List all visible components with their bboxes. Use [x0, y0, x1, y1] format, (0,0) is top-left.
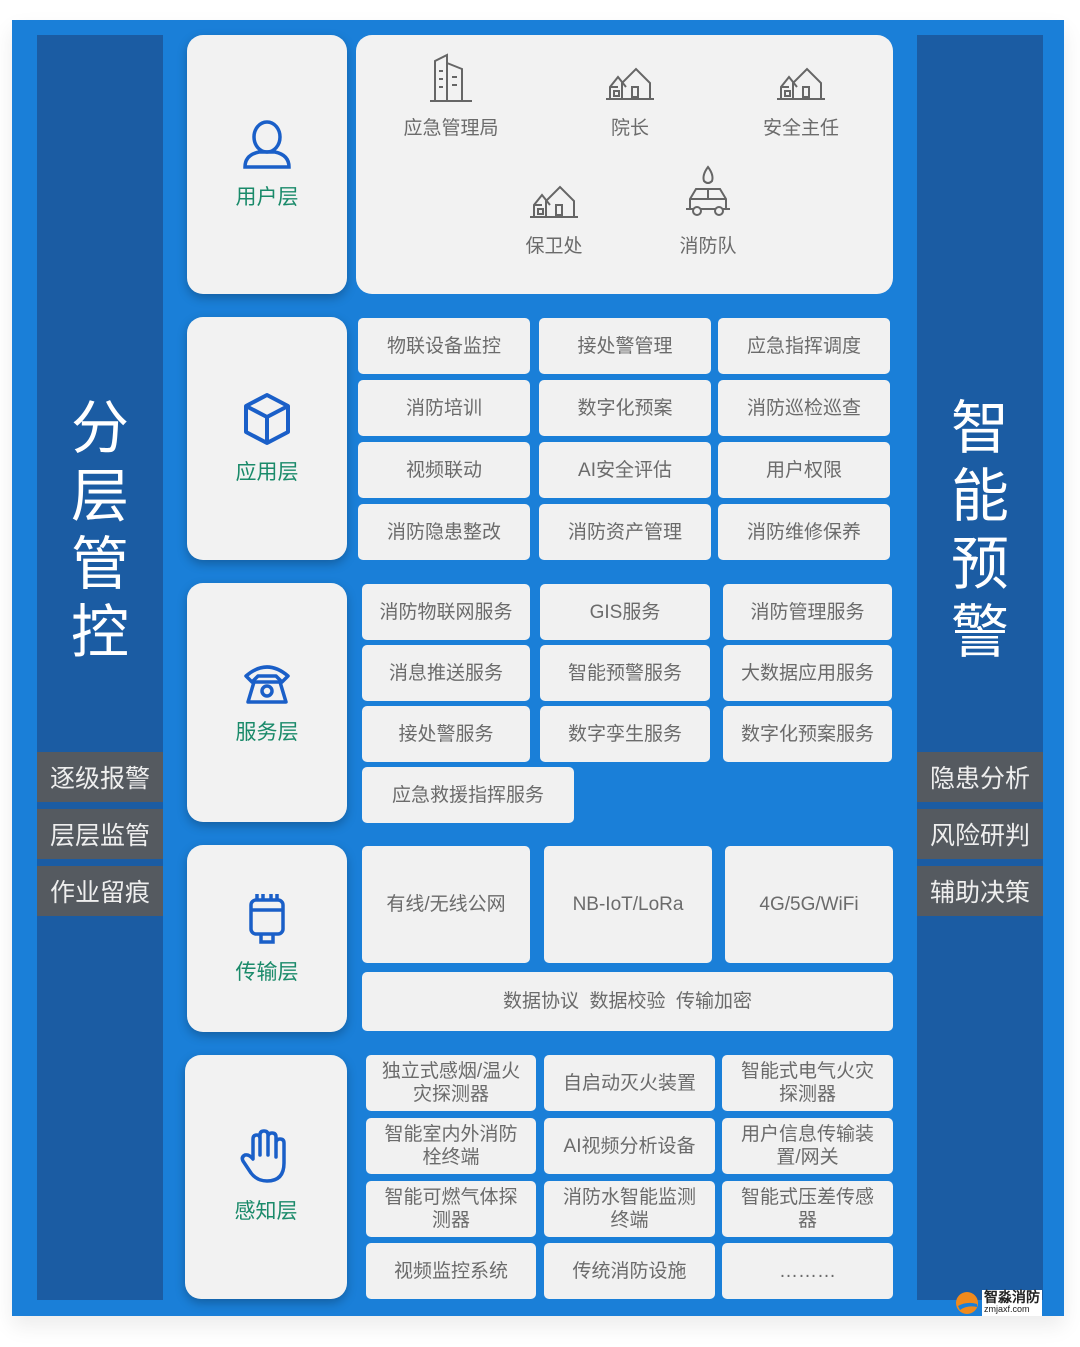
role-label: 安全主任	[762, 118, 839, 139]
tag: 辅助决策	[917, 866, 1043, 916]
module-cell: NB-IoT/LoRa	[544, 846, 712, 963]
title-char: 能	[950, 464, 1009, 529]
cube-icon	[244, 392, 290, 445]
house-icon	[530, 185, 578, 218]
role-label: 保卫处	[525, 236, 583, 257]
module-cell: 消防培训	[358, 380, 530, 436]
module-cell: 大数据应用服务	[723, 645, 892, 701]
module-cell: 智能式电气火灾探测器	[722, 1055, 893, 1111]
title-char: 管	[70, 532, 129, 597]
right-panel-title: 智能预警	[917, 395, 1043, 667]
module-cell: 消防巡检巡查	[718, 380, 890, 436]
module-cell: 用户权限	[718, 442, 890, 498]
layer-transport: 传输层	[187, 845, 347, 1032]
telephone-icon	[244, 664, 290, 704]
user-icon	[243, 119, 291, 169]
module-cell: 接处警管理	[539, 318, 711, 374]
left-panel-title: 分层管控	[37, 395, 163, 667]
module-cell: 应急救援指挥服务	[362, 767, 574, 823]
logo-name: 智淼消防	[984, 1289, 1040, 1305]
module-cell: 视频联动	[358, 442, 530, 498]
module-cell: AI视频分析设备	[544, 1118, 715, 1174]
role-label: 消防队	[679, 236, 737, 257]
logo-url: zmjaxf.com	[984, 1304, 1030, 1314]
tag: 风险研判	[917, 809, 1043, 859]
module-cell: 消防物联网服务	[362, 584, 530, 640]
title-char: 层	[70, 464, 129, 529]
module-cell: 智能可燃气体探测器	[366, 1181, 536, 1237]
module-cell: 智能室内外消防栓终端	[366, 1118, 536, 1174]
layer-label: 感知层	[234, 1200, 298, 1223]
role-dean: 院长	[560, 65, 700, 140]
module-cell: 传统消防设施	[544, 1243, 715, 1299]
building-icon	[430, 53, 472, 102]
module-cell: 接处警服务	[362, 706, 530, 762]
router-icon	[249, 893, 285, 944]
module-cell: 数字化预案	[539, 380, 711, 436]
module-cell: 自启动灭火装置	[544, 1055, 715, 1111]
module-cell: 数字孪生服务	[540, 706, 710, 762]
transport-protocol-bar: 数据协议 数据校验 传输加密	[362, 972, 893, 1031]
hand-icon	[240, 1129, 286, 1183]
layer-service: 服务层	[187, 583, 347, 822]
role-security-office: 保卫处	[484, 183, 624, 258]
layer-user: 用户层	[187, 35, 347, 294]
module-cell: 独立式感烟/温火灾探测器	[366, 1055, 536, 1111]
module-cell: 消防管理服务	[723, 584, 892, 640]
title-char: 智	[950, 396, 1009, 461]
module-cell: 消息推送服务	[362, 645, 530, 701]
module-cell: GIS服务	[540, 584, 710, 640]
tag: 作业留痕	[37, 866, 163, 916]
tag: 隐患分析	[917, 752, 1043, 802]
layer-label: 应用层	[235, 460, 299, 484]
module-cell: 数字化预案服务	[723, 706, 892, 762]
module-cell: 消防隐患整改	[358, 504, 530, 560]
module-cell: 应急指挥调度	[718, 318, 890, 374]
title-char: 控	[70, 600, 129, 665]
role-emergency-bureau: 应急管理局	[381, 53, 521, 140]
role-label: 院长	[610, 118, 649, 139]
module-cell: 有线/无线公网	[362, 846, 530, 963]
role-safety-director: 安全主任	[731, 65, 871, 140]
module-cell: 物联设备监控	[358, 318, 530, 374]
left-panel: 分层管控 逐级报警 层层监管 作业留痕	[37, 35, 163, 1300]
watermark-logo: 智淼消防 zmjaxf.com	[955, 1290, 1042, 1316]
user-roles-panel: 应急管理局 院长 安全主任 保卫处 消防队	[356, 35, 893, 294]
right-panel: 智能预警 隐患分析 风险研判 辅助决策	[917, 35, 1043, 1300]
title-char: 分	[70, 396, 129, 461]
title-char: 警	[950, 600, 1009, 665]
module-cell: 视频监控系统	[366, 1243, 536, 1299]
role-fire-brigade: 消防队	[638, 165, 778, 258]
module-cell: AI安全评估	[539, 442, 711, 498]
house-icon	[606, 67, 654, 100]
title-char: 预	[950, 532, 1009, 597]
module-cell: 4G/5G/WiFi	[725, 846, 893, 963]
module-cell: 消防资产管理	[539, 504, 711, 560]
module-cell: 消防水智能监测终端	[544, 1181, 715, 1237]
module-cell: 用户信息传输装置/网关	[722, 1118, 893, 1174]
fire-truck-icon	[686, 165, 730, 216]
module-cell: ………	[722, 1243, 893, 1299]
layer-sense: 感知层	[185, 1055, 347, 1299]
layer-label: 服务层	[235, 720, 299, 744]
module-cell: 智能预警服务	[540, 645, 710, 701]
module-cell: 智能式压差传感器	[722, 1181, 893, 1237]
house-icon	[777, 67, 825, 100]
layer-label: 用户层	[235, 185, 299, 209]
layer-label: 传输层	[235, 960, 299, 984]
logo-icon	[956, 1292, 978, 1314]
tag: 逐级报警	[37, 752, 163, 802]
role-label: 应急管理局	[403, 118, 499, 139]
tag: 层层监管	[37, 809, 163, 859]
layer-app: 应用层	[187, 317, 347, 560]
module-cell: 消防维修保养	[718, 504, 890, 560]
